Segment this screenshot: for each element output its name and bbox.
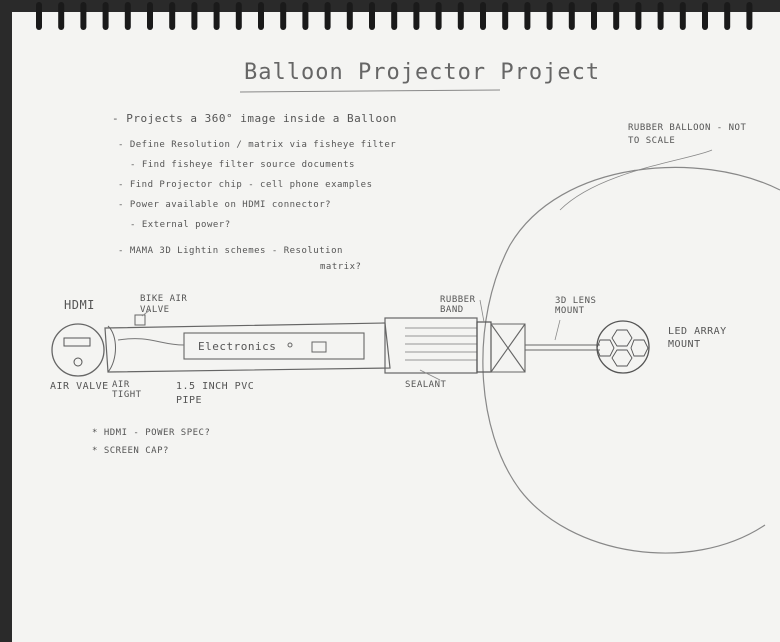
pipe-end-cap (107, 325, 116, 373)
air-valve-dot (73, 357, 83, 367)
spiral-ring (36, 2, 42, 30)
note-6: - External power? (130, 220, 231, 230)
rubber-band (476, 321, 492, 373)
note-8: matrix? (320, 262, 362, 272)
label-sealant: Sealant (405, 380, 447, 390)
spiral-ring (102, 2, 109, 30)
spiral-ring (369, 2, 375, 30)
footnote-2: * SCREEN CAP? (92, 446, 169, 456)
spiral-ring (169, 2, 176, 30)
spiral-ring (724, 2, 731, 30)
spiral-ring (191, 2, 198, 30)
spiral-ring (457, 2, 464, 30)
bike-valve (134, 314, 146, 326)
spiral-ring (591, 2, 597, 30)
spiral-ring (657, 2, 664, 30)
spiral-ring (346, 2, 353, 30)
spiral-ring (124, 2, 131, 30)
spiral-ring (568, 2, 575, 30)
pointer-lines (141, 149, 713, 381)
spiral-ring (213, 2, 220, 30)
hdmi-connector-circle (51, 323, 105, 377)
label-bike-valve: Bike air valve (140, 294, 188, 315)
label-rubber-band: Rubber Band (440, 295, 476, 315)
note-3: - Find fisheye filter source documents (130, 160, 355, 170)
lens-head (490, 323, 526, 373)
label-air-valve: AIR VALVE (50, 381, 109, 392)
note-4: - Find Projector chip - cell phone examp… (118, 180, 373, 190)
spiral-ring (280, 2, 287, 30)
component (287, 342, 293, 348)
note-7: - MAMA 3D Lightin schemes - Resolution (118, 246, 343, 256)
spiral-ring (524, 2, 531, 30)
footnote-1: * HDMI - POWER SPEC? (92, 428, 211, 438)
pipe-coupling (384, 317, 478, 374)
balloon-outline (482, 166, 780, 554)
spiral-ring (502, 2, 509, 30)
spiral-ring (480, 2, 486, 30)
label-hdmi: HDMI (64, 298, 95, 312)
electronics-box (183, 332, 365, 360)
label-pvc-pipe: 1.5 inch PVC PIPE (176, 381, 255, 406)
spiral-ring (80, 2, 87, 30)
spiral-ring (613, 2, 620, 30)
spiral-ring (391, 2, 398, 30)
page-title: Balloon Projector Project (244, 60, 601, 85)
spiral-ring (58, 2, 65, 30)
spiral-ring (702, 2, 708, 30)
note-1: - Projects a 360° image inside a Balloon (112, 112, 397, 125)
spiral-ring (302, 2, 309, 30)
cable (117, 338, 185, 346)
spiral-ring (546, 2, 553, 30)
spiral-ring (413, 2, 420, 30)
spiral-ring (147, 2, 153, 30)
spiral-ring (679, 2, 686, 30)
spiral-ring (746, 2, 753, 30)
spiral-ring (258, 2, 264, 30)
spiral-ring (435, 2, 442, 30)
label-electronics: Electronics (198, 340, 277, 353)
spiral-ring (324, 2, 331, 30)
label-air-tight: air tight (112, 380, 142, 400)
spiral-ring (635, 2, 642, 30)
title-underline (239, 89, 501, 93)
label-rubber-balloon: Rubber Balloon - not to scale (628, 123, 747, 146)
chip (311, 341, 327, 353)
spiral-binding (36, 2, 753, 30)
wires (405, 327, 477, 361)
label-led-array: LED ARRAY mount (668, 326, 727, 350)
pvc-pipe (104, 322, 391, 373)
hdmi-port (63, 337, 91, 347)
label-lens-mount: 3D Lens mount (555, 296, 597, 316)
note-2: - Define Resolution / matrix via fisheye… (118, 140, 397, 150)
led-hex-pattern (596, 329, 649, 367)
note-5: - Power available on HDMI connector? (118, 200, 332, 210)
spiral-ring (235, 2, 242, 30)
led-array-ball (596, 320, 650, 374)
